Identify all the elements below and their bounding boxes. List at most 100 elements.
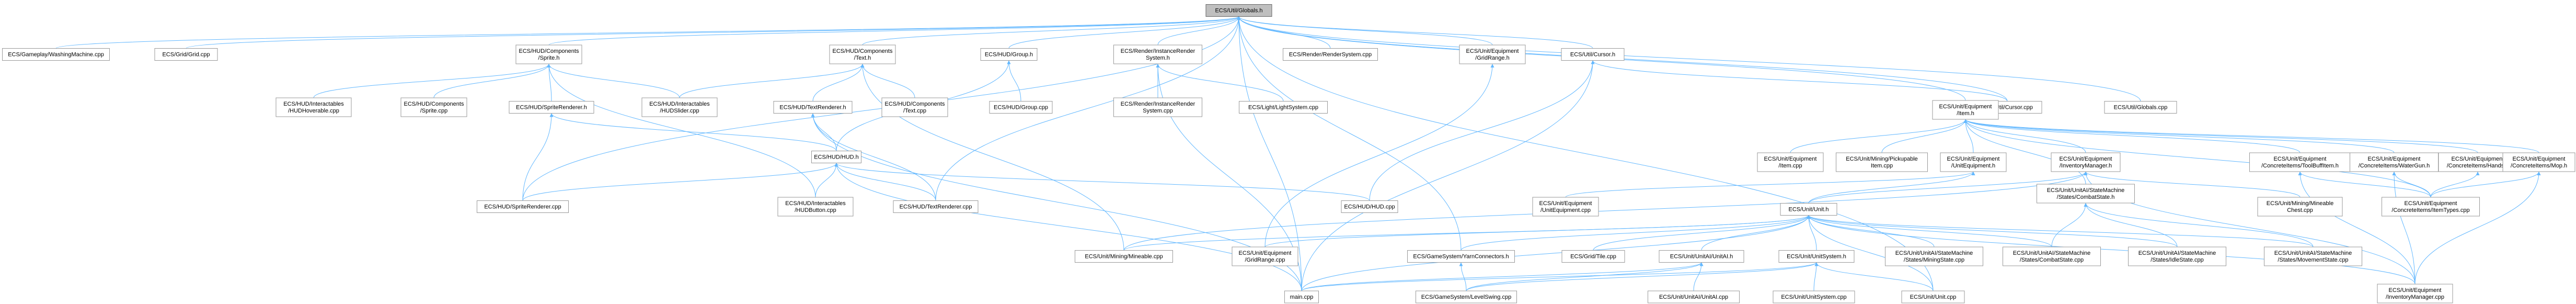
edge-n_cursorh-to-n_root: [1237, 16, 1593, 49]
edge-n_spriterencpp-to-n_hudh: [522, 163, 838, 201]
node-label: ECS/HUD/Components: [833, 48, 893, 54]
node-label: ECS/Unit/UnitSystem.h: [1787, 254, 1846, 260]
graph-node[interactable]: ECS/Unit/UnitAI/StateMachine/States/Comb…: [2037, 184, 2135, 204]
edge-n_minmine-to-n_unith: [1123, 215, 1811, 251]
graph-node[interactable]: ECS/Grid/Grid.cpp: [154, 48, 218, 61]
graph-node[interactable]: ECS/Unit/Equipment/UnitEquipment.h: [1940, 152, 2007, 172]
graph-node[interactable]: ECS/HUD/Components/Text.h: [829, 44, 896, 64]
graph-node[interactable]: ECS/HUD/HUD.h: [811, 151, 861, 163]
node-label: /Text.h: [854, 55, 871, 61]
edge-n_textrencpp-to-n_root: [935, 16, 1241, 201]
graph-node[interactable]: ECS/Unit/Mining/Mineable.cpp: [1075, 250, 1173, 263]
graph-node[interactable]: ECS/HUD/Group.h: [980, 48, 1038, 61]
graph-node[interactable]: ECS/Unit/Equipment/InventoryManager.h: [2051, 152, 2121, 172]
node-label: ECS/HUD/Components: [519, 48, 579, 54]
graph-node[interactable]: ECS/Unit/Equipment/ConcreteItems/ItemTyp…: [2382, 197, 2480, 217]
edge-n_invcpp-to-n_toolh: [2298, 171, 2416, 285]
node-box: [1561, 250, 1625, 263]
graph-node[interactable]: ECS/HUD/TextRenderer.cpp: [893, 200, 979, 213]
graph-node[interactable]: ECS/Unit/Unit.h: [1780, 203, 1837, 216]
edge-n_spritecpp-to-n_hudsprite: [433, 63, 551, 98]
node-box: [1778, 250, 1855, 263]
node-box: [2377, 284, 2453, 303]
graph-node[interactable]: ECS/Unit/Equipment/InventoryManager.cpp: [2377, 284, 2453, 303]
graph-node[interactable]: ECS/Util/Globals.h: [1205, 4, 1272, 17]
graph-node[interactable]: ECS/Unit/Equipment/ConcreteItems/WaterGu…: [2350, 152, 2439, 172]
node-label: ECS/Unit/Equipment: [1539, 200, 1592, 207]
graph-node[interactable]: ECS/Unit/UnitSystem.cpp: [1773, 290, 1855, 303]
node-label: ECS/Unit/UnitAI/StateMachine: [2274, 250, 2352, 256]
node-label: /HUDHoverable.cpp: [288, 108, 339, 114]
node-label: ECS/Unit/UnitSystem.cpp: [1781, 294, 1846, 300]
edge-n_unith-to-n_invh: [1808, 171, 2088, 204]
node-label: ECS/Unit/UnitAI/StateMachine: [2047, 187, 2125, 194]
edge-n_toolh-to-n_itemh: [1963, 119, 2301, 153]
graph-node[interactable]: ECS/Unit/Equipment/GridRange.cpp: [1232, 246, 1298, 266]
graph-node[interactable]: ECS/GameSystem/YarnConnectors.h: [1407, 250, 1515, 263]
node-box: [2257, 197, 2343, 217]
graph-node[interactable]: ECS/Unit/UnitAI/UnitAI.cpp: [1648, 290, 1740, 303]
node-box: [2128, 246, 2226, 266]
graph-node[interactable]: ECS/Grid/Tile.cpp: [1561, 250, 1625, 263]
graph-node[interactable]: ECS/Unit/UnitAI/StateMachine/States/Mini…: [1885, 246, 1983, 266]
graph-node[interactable]: ECS/GameSystem/LevelSwing.cpp: [1416, 290, 1517, 303]
graph-node[interactable]: ECS/Unit/Equipment/Item.h: [1932, 100, 1999, 120]
node-label: ECS/HUD/SpriteRenderer.cpp: [484, 204, 561, 210]
graph-node[interactable]: ECS/Gameplay/WashingMachine.cpp: [2, 48, 110, 61]
graph-node[interactable]: ECS/Render/RenderSystem.cpp: [1283, 48, 1378, 61]
graph-node[interactable]: ECS/Unit/Equipment/ConcreteItems/ToolBuf…: [2249, 152, 2351, 172]
node-label: /GridRange.h: [1475, 55, 1509, 61]
graph-node[interactable]: ECS/Util/Cursor.h: [1561, 48, 1625, 61]
edge-n_itemcpp-to-n_itemh: [1790, 119, 1968, 153]
graph-node[interactable]: ECS/HUD/Components/Sprite.h: [515, 44, 582, 64]
edges: [55, 16, 2541, 291]
node-box: [1659, 250, 1744, 263]
node-label: /States/MovementState.cpp: [2278, 257, 2348, 263]
node-box: [2502, 152, 2575, 172]
node-box: [1459, 44, 1526, 64]
node-label: ECS/HUD/HUD.h: [814, 154, 859, 161]
node-label: ECS/Util/Cursor.h: [1570, 52, 1615, 58]
node-label: ECS/Light/LightSystem.cpp: [1248, 105, 1318, 111]
node-box: [1075, 250, 1173, 263]
graph-node[interactable]: ECS/Unit/Unit.cpp: [1901, 290, 1965, 303]
edge-n_textrencpp-to-n_hudh: [834, 163, 936, 201]
graph-node[interactable]: ECS/Util/Globals.cpp: [2104, 101, 2177, 114]
graph-node[interactable]: ECS/Unit/UnitAI/StateMachine/States/Move…: [2264, 246, 2362, 266]
graph-node[interactable]: ECS/HUD/Components/Text.cpp: [881, 97, 948, 117]
node-label: Chest.cpp: [2287, 207, 2313, 213]
node-label: /States/MiningState.cpp: [1904, 257, 1964, 263]
graph-node[interactable]: ECS/HUD/Interactables/HUDHoverable.cpp: [275, 97, 352, 117]
edge-n_itemtypes-to-n_handsh: [2430, 171, 2480, 198]
graph-node[interactable]: ECS/Light/LightSystem.cpp: [1239, 101, 1328, 114]
graph-node[interactable]: ECS/HUD/Group.cpp: [989, 101, 1053, 114]
node-label: System.cpp: [1143, 108, 1172, 114]
graph-node[interactable]: ECS/Unit/UnitAI/StateMachine/States/Idle…: [2128, 246, 2226, 266]
graph-node[interactable]: ECS/HUD/SpriteRenderer.cpp: [477, 200, 569, 213]
graph-node[interactable]: ECS/Unit/UnitAI/UnitAI.h: [1659, 250, 1744, 263]
graph-node[interactable]: ECS/Unit/UnitSystem.h: [1778, 250, 1855, 263]
node-label: ECS/HUD/Components: [885, 101, 945, 107]
graph-node[interactable]: ECS/HUD/SpriteRenderer.h: [509, 101, 594, 114]
node-label: ECS/Unit/Equipment: [1466, 48, 1519, 54]
graph-node[interactable]: ECS/HUD/Components/Sprite.cpp: [400, 97, 467, 117]
graph-node[interactable]: main.cpp: [1284, 290, 1319, 303]
graph-node[interactable]: ECS/Unit/UnitAI/StateMachine/States/Comb…: [2003, 246, 2101, 266]
graph-node[interactable]: ECS/Unit/Equipment/Item.cpp: [1757, 152, 1824, 172]
graph-node[interactable]: ECS/HUD/Interactables/HUDSlider.cpp: [641, 97, 718, 117]
edge-n_minchest-to-n_invh: [2084, 171, 2301, 198]
graph-node[interactable]: ECS/HUD/HUD.cpp: [1341, 200, 1398, 213]
graph-node[interactable]: ECS/HUD/TextRenderer.h: [773, 101, 853, 114]
edge-n_main-to-n_unitaih: [1301, 262, 1704, 291]
graph-node[interactable]: ECS/Unit/Equipment/GridRange.h: [1459, 44, 1526, 64]
graph-node[interactable]: ECS/Unit/Equipment/ConcreteItems/Mop.h: [2502, 152, 2575, 172]
node-box: [477, 200, 569, 213]
graph-node[interactable]: ECS/Unit/Equipment/UnitEquipment.cpp: [1532, 197, 1599, 217]
node-label: /ConcreteItems/WaterGun.h: [2359, 163, 2430, 169]
graph-node[interactable]: ECS/HUD/Interactables/HUDButton.cpp: [777, 197, 854, 217]
edge-n_itemtypes-to-n_itemh: [1963, 119, 2431, 198]
